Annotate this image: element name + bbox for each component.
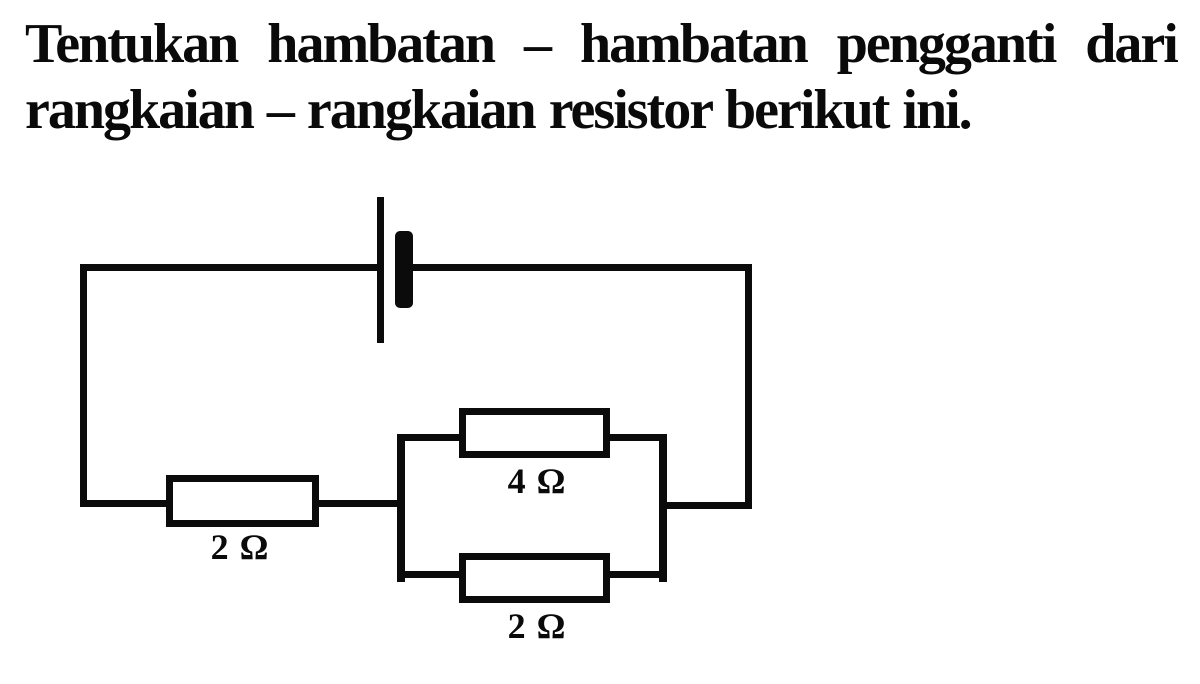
resistor-r1-label: 2 Ω: [210, 527, 270, 567]
branch-top-wire-right: [608, 434, 664, 441]
wire-series-to-junction: [317, 500, 401, 507]
parallel-left-rail: [397, 434, 405, 582]
resistor-r2-label: 4 Ω: [507, 461, 567, 501]
wire-parallel-output: [665, 502, 750, 509]
battery-short-plate-icon: [395, 231, 413, 308]
problem-line-1: Tentukan hambatan – hambatan pengganti d…: [25, 13, 1179, 75]
resistor-r1-box: [166, 475, 319, 527]
wire-bottom-left: [80, 500, 169, 507]
parallel-right-rail: [659, 434, 667, 582]
problem-statement: Tentukan hambatan – hambatan pengganti d…: [25, 11, 1179, 143]
battery-long-plate-icon: [377, 197, 384, 343]
resistor-r2-box: [459, 408, 610, 458]
resistor-r3-box: [459, 553, 610, 603]
problem-line-2: rangkaian – rangkaian resistor berikut i…: [25, 79, 973, 141]
resistor-r3-label: 2 Ω: [507, 606, 567, 646]
branch-bottom-wire-right: [608, 571, 664, 578]
branch-bottom-wire-left: [404, 571, 460, 578]
wire-right-vertical: [745, 264, 752, 509]
wire-top-left: [80, 264, 381, 271]
wire-left-vertical: [80, 264, 87, 507]
branch-top-wire-left: [404, 434, 460, 441]
wire-top-right: [411, 264, 752, 271]
